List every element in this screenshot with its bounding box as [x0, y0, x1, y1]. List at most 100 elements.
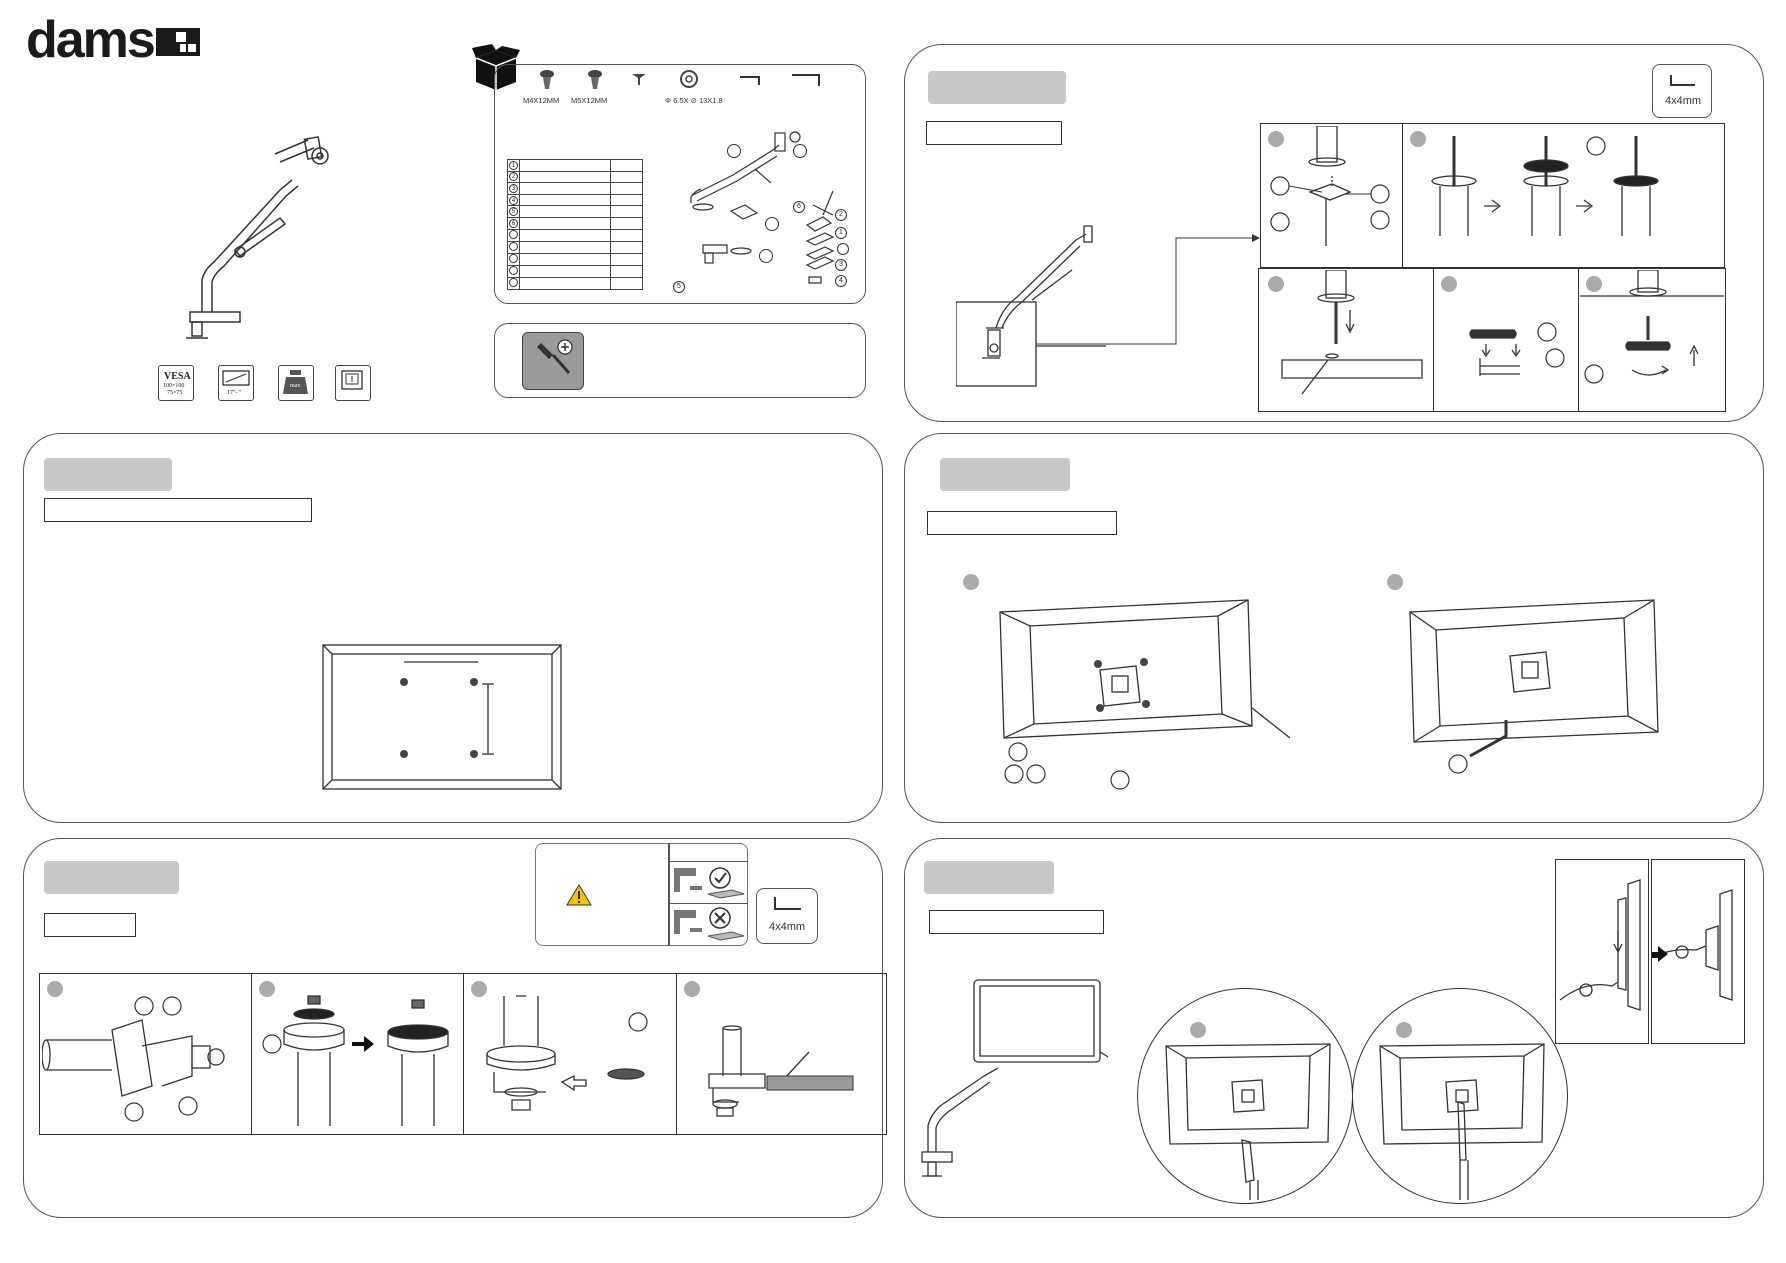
row-number: 2 [508, 172, 518, 182]
clamp-step-b-drawing [262, 995, 449, 1126]
correct-clamp-icon [674, 867, 745, 899]
vesa-spec-icon: VESA 100×100 75×75 [158, 365, 194, 401]
step-subfig-divider [251, 973, 252, 1135]
diagram-callout-5: 5 [673, 281, 685, 293]
table-row: 5 [507, 205, 643, 218]
subfig-badge-plate-a [963, 574, 979, 590]
row-number: 3 [508, 183, 518, 193]
clamp-step-d-drawing [708, 1025, 854, 1117]
row-number-blank [508, 265, 518, 275]
row-number: 1 [508, 160, 518, 170]
subfig-badge-zoom-a [1190, 1022, 1206, 1038]
hex-key-label: 4x4mm [1665, 95, 1702, 107]
part-label-m4: M4X12MM [523, 96, 560, 105]
subfig-badge-clamp-c [471, 981, 487, 997]
step-panel-install-clamp [23, 838, 883, 1218]
parts-list-panel: M4X12MM M5X12MM Φ 6.5X ⊘ 13X1.8 [494, 64, 866, 304]
subfig-d-drawing [1469, 322, 1565, 376]
warning-row-divider [668, 861, 748, 862]
hex-key-badge-bottom-left: 4x4mm [756, 888, 818, 944]
step-title-box-top-right [926, 121, 1062, 145]
diagram-callout-a [727, 144, 741, 158]
subfig-e-drawing [1580, 270, 1724, 384]
subfig-badge-c [1268, 276, 1284, 292]
subfig-badge-d [1441, 276, 1457, 292]
part-label-m5: M5X12MM [571, 96, 608, 105]
step-subfig-divider [676, 973, 677, 1135]
screwdriver-icon [522, 332, 584, 390]
step-badge-middle-right [940, 458, 1070, 491]
warning-panel [535, 843, 748, 946]
hex-key-label: 4x4mm [769, 921, 806, 933]
step-badge-top-right [928, 71, 1066, 104]
table-row: 1 [507, 159, 643, 172]
diagram-callout-d [837, 243, 849, 255]
subfig-badge-plate-b [1387, 574, 1403, 590]
monitor-back-plate-screws [999, 599, 1290, 790]
subfig-b-drawing [1431, 136, 1659, 236]
step-title-box-middle-right [927, 511, 1117, 535]
row-number-blank [508, 253, 518, 263]
vesa-line2: 75×75 [167, 390, 183, 396]
step-title-box-middle-left [44, 498, 312, 522]
tools-panel [494, 323, 866, 398]
screw-icon-m4 [540, 70, 554, 89]
side-view-box-b [1651, 859, 1745, 1044]
clamp-step-c-drawing [486, 995, 648, 1111]
table-row [507, 264, 643, 278]
table-row [507, 276, 643, 290]
step-subfig-grid-top [1260, 123, 1725, 268]
small-hex-key-icon [740, 76, 760, 85]
row-number-blank [508, 241, 518, 251]
subfig-badge-b [1410, 131, 1426, 147]
step-subfig-divider [1578, 268, 1579, 412]
diagram-callout-4: 4 [835, 275, 847, 287]
monitor-on-arm-drawing [921, 979, 1108, 1177]
step-panel-attach-vesa-plate [904, 433, 1764, 823]
washer-icon [680, 70, 698, 88]
table-row: 2 [507, 170, 643, 184]
clamp-step-a-drawing [42, 996, 225, 1122]
screw-icon-m5 [588, 70, 602, 89]
table-row [507, 252, 643, 266]
product-image-monitor-arm [180, 130, 380, 345]
step-subfig-grid-bottom [1258, 268, 1726, 412]
subfig-badge-e [1586, 276, 1602, 292]
screen-size-text: 17"- " [227, 390, 242, 396]
table-row: 3 [507, 182, 643, 195]
table-row [507, 228, 643, 242]
flat-screw-icon [632, 74, 646, 85]
parts-exploded-diagram [690, 131, 835, 284]
subfig-badge-a [1268, 131, 1284, 147]
row-number: 4 [508, 195, 518, 205]
hex-key-badge-top-right: 4x4mm [1652, 64, 1712, 118]
step-subfig-divider [1433, 268, 1434, 412]
diagram-callout-3: 3 [835, 259, 847, 271]
table-row: 6 [507, 216, 643, 230]
max-weight-icon: max [278, 365, 314, 401]
diagram-callout-e [759, 249, 773, 263]
monitor-back-plate-mounted [1409, 599, 1659, 774]
table-row: 4 [507, 193, 643, 207]
row-number-blank [508, 277, 518, 287]
monitor-back-vesa-diagram [322, 644, 562, 790]
brand-logo: dams [26, 14, 200, 66]
logo-squares-icon [155, 24, 200, 56]
large-hex-key-icon [792, 74, 820, 86]
step-title-box-bottom-right [929, 910, 1104, 934]
side-view-box-a [1555, 859, 1649, 1044]
max-weight-text: max [290, 383, 301, 389]
tilt-icon [335, 365, 371, 401]
subfig-a-drawing [1270, 126, 1390, 246]
step-badge-middle-left [44, 458, 172, 491]
side-view-b-drawing [1652, 889, 1733, 1001]
row-number: 5 [508, 207, 518, 217]
leader-line-top-right [1036, 234, 1260, 345]
step-panel-desk-mount [904, 44, 1764, 422]
diagram-callout-c [765, 217, 779, 231]
subfig-badge-clamp-d [684, 981, 700, 997]
step-subfig-divider [1402, 123, 1403, 268]
diagram-callout-1: 1 [835, 227, 847, 239]
incorrect-clamp-icon [674, 907, 745, 941]
diagram-callout-6: 6 [793, 201, 805, 213]
